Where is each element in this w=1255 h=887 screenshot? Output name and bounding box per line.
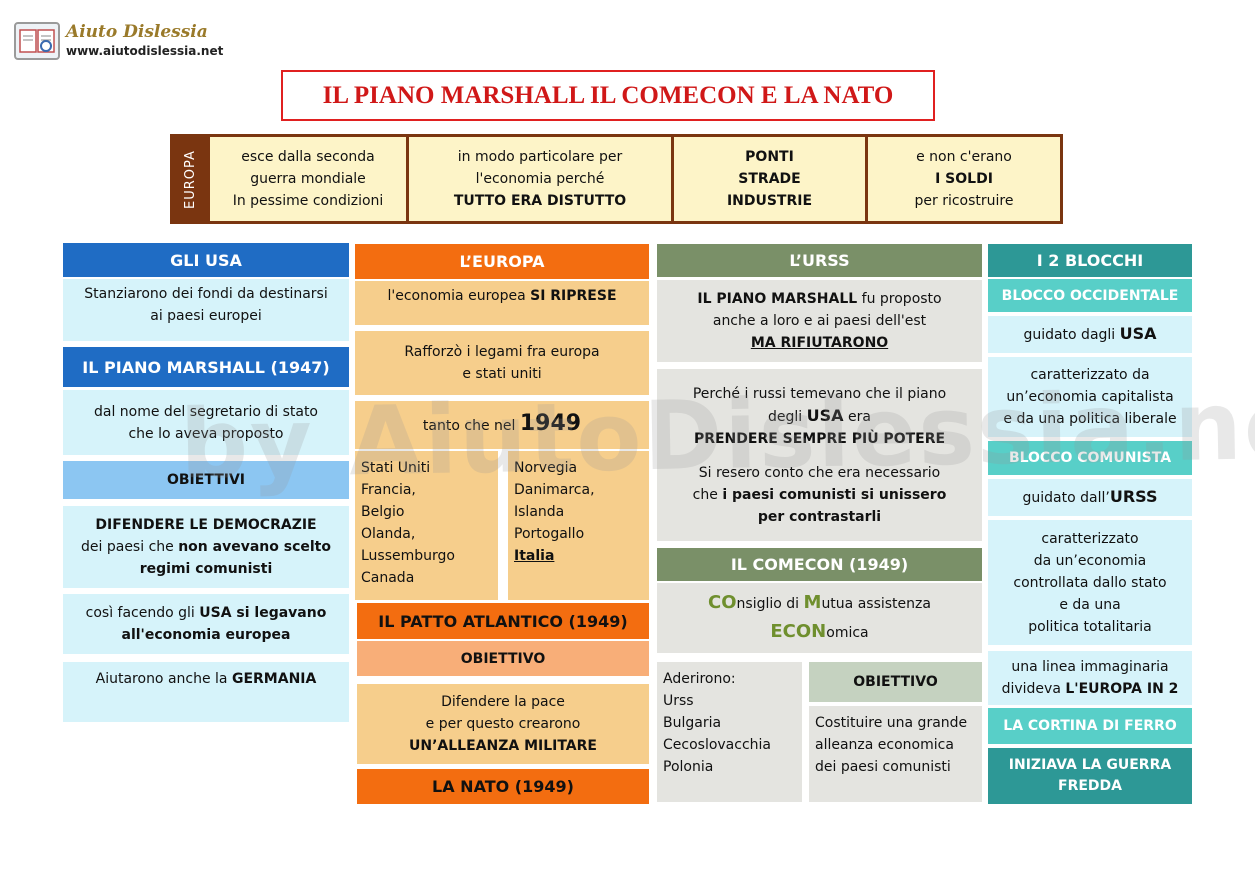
- west-block-led: guidato dagli USA: [988, 316, 1192, 353]
- page-title: IL PIANO MARSHALL IL COMECON E LA NATO: [322, 81, 894, 109]
- atlantic-pact-header: IL PATTO ATLANTICO (1949): [357, 603, 649, 639]
- usa-objectives-header: OBIETTIVI: [63, 461, 349, 499]
- usa-objective-link: così facendo gli USA si legavano all'eco…: [63, 594, 349, 654]
- east-block-led: guidato dall’URSS: [988, 479, 1192, 516]
- comecon-acronym: COnsiglio di Mutua assistenza ECONomica: [657, 583, 982, 653]
- iron-curtain-line: una linea immaginaria divideva L'EUROPA …: [988, 651, 1192, 705]
- comecon-members: Aderirono: Urss Bulgaria Cecoslovacchia …: [657, 662, 802, 802]
- iron-curtain-header: LA CORTINA DI FERRO: [988, 708, 1192, 744]
- pact-objective-header: OBIETTIVO: [357, 641, 649, 676]
- comecon-objective-header: OBIETTIVO: [809, 662, 982, 702]
- usa-objective-defend: DIFENDERE LE DEMOCRAZIE dei paesi che no…: [63, 506, 349, 588]
- usa-germany: Aiutarono anche la GERMANIA: [63, 662, 349, 722]
- watermark: by AiutoDislessia.net: [179, 369, 1255, 501]
- nato-countries-right: Norvegia Danimarca, Islanda Portogallo I…: [508, 451, 649, 600]
- urss-refused: IL PIANO MARSHALL fu proposto anche a lo…: [657, 280, 982, 362]
- europe-label: EUROPA: [182, 149, 198, 209]
- nato-header: LA NATO (1949): [357, 769, 649, 804]
- usa-header: GLI USA: [63, 243, 349, 277]
- marshall-plan-header: IL PIANO MARSHALL (1947): [63, 347, 349, 387]
- logo-title: Aiuto Dislessia: [66, 22, 208, 42]
- east-block-header: BLOCCO COMUNISTA: [988, 441, 1192, 475]
- west-block-header: BLOCCO OCCIDENTALE: [988, 279, 1192, 312]
- europe-col-header: L’EUROPA: [355, 244, 649, 279]
- europe-year-1949: tanto che nel 1949: [355, 401, 649, 449]
- logo-url: www.aiutodislessia.net: [66, 44, 224, 58]
- blocks-header: I 2 BLOCCHI: [988, 244, 1192, 277]
- comecon-objective: Costituire una grande alleanza economica…: [809, 706, 982, 802]
- comecon-header: IL COMECON (1949): [657, 548, 982, 581]
- urss-reasons: Perché i russi temevano che il piano deg…: [657, 369, 982, 541]
- europe-recovered: l'economia europea SI RIPRESE: [355, 281, 649, 325]
- nato-countries-left: Stati Uniti Francia, Belgio Olanda, Luss…: [355, 451, 498, 600]
- urss-header: L’URSS: [657, 244, 982, 277]
- logo-book-icon: [14, 22, 60, 60]
- page-title-box: IL PIANO MARSHALL IL COMECON E LA NATO: [281, 70, 935, 121]
